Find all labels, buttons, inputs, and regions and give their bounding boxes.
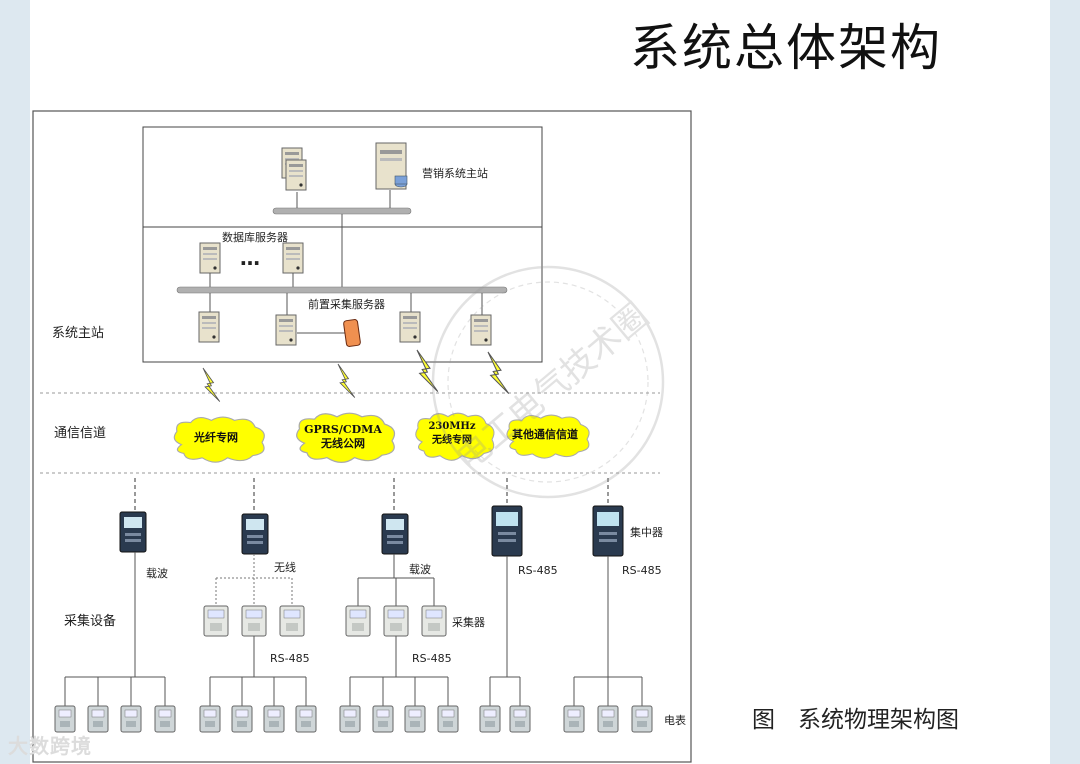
channel-label-4: 其他通信信道 [512,427,578,441]
marketing-server-icon [375,142,408,190]
left-margin-strip [0,0,30,764]
gateway-device-icon [343,319,361,347]
terminal-icon-2 [241,513,269,555]
meter-icon-12 [437,705,459,733]
meter-icon-10 [372,705,394,733]
terminal-icon-3 [381,513,409,555]
concentrator-icon-1 [491,505,523,557]
carrier-label-1: 载波 [146,567,168,580]
front-network-bus [176,286,508,294]
top-network-bus [272,207,412,215]
collector-icon-4 [345,605,371,637]
meter-icon-7 [263,705,285,733]
rs485-label-a: RS-485 [518,564,558,577]
page-title: 系统总体架构 [630,19,942,77]
rs485-label-d: RS-485 [412,652,452,665]
front-server-label: 前置采集服务器 [308,297,385,311]
collector-icon-3 [279,605,305,637]
meter-icon-3 [120,705,142,733]
meter-icon-13 [479,705,501,733]
meter-icon-4 [154,705,176,733]
channel-label-2a: GPRS/CDMA [304,423,382,436]
db-server-icon-2 [282,242,304,274]
front-server-icon-4 [470,314,492,346]
meter-label: 电表 [664,713,686,727]
layer-label-channel: 通信信道 [54,426,106,441]
right-margin-strip [1050,0,1080,764]
db-server-label: 数据库服务器 [222,230,288,244]
marketing-station-label: 营销系统主站 [422,166,488,180]
rs485-label-c: RS-485 [270,652,310,665]
meter-icon-8 [295,705,317,733]
front-server-icon-2 [275,314,297,346]
channel-label-3a: 230MHz [428,421,475,432]
meter-icon-6 [231,705,253,733]
wireless-label: 无线 [274,560,296,574]
carrier-label-2: 载波 [409,563,431,576]
terminal-icon-1 [119,511,147,553]
collector-icon-1 [203,605,229,637]
server-cluster-icon [281,147,307,191]
front-server-icon-1 [198,311,220,343]
channel-label-2b: 无线公网 [320,436,365,450]
meter-icon-2 [87,705,109,733]
collector-icon-6 [421,605,447,637]
meter-icon-9 [339,705,361,733]
rs485-label-b: RS-485 [622,564,662,577]
meter-icon-14 [509,705,531,733]
meter-icon-15 [563,705,585,733]
meter-icon-11 [404,705,426,733]
master-station-box [142,126,543,363]
collector-icon-5 [383,605,409,637]
db-server-icon-1 [199,242,221,274]
channel-label-3b: 无线专网 [431,433,472,446]
channel-label-1: 光纤专网 [193,430,238,444]
concentrator-label: 集中器 [630,525,663,539]
meter-icon-1 [54,705,76,733]
meter-icon-17 [631,705,653,733]
layer-label-master: 系统主站 [52,326,104,341]
collector-icon-2 [241,605,267,637]
watermark-logo-text: 大数跨境 [8,734,92,758]
layer-label-collect: 采集设备 [64,613,116,629]
db-server-ellipsis: … [240,246,260,270]
collector-label: 采集器 [452,615,485,629]
front-server-icon-3 [399,311,421,343]
meter-icon-5 [199,705,221,733]
meter-icon-16 [597,705,619,733]
concentrator-icon-2 [592,505,624,557]
figure-caption: 图 系统物理架构图 [752,707,959,733]
